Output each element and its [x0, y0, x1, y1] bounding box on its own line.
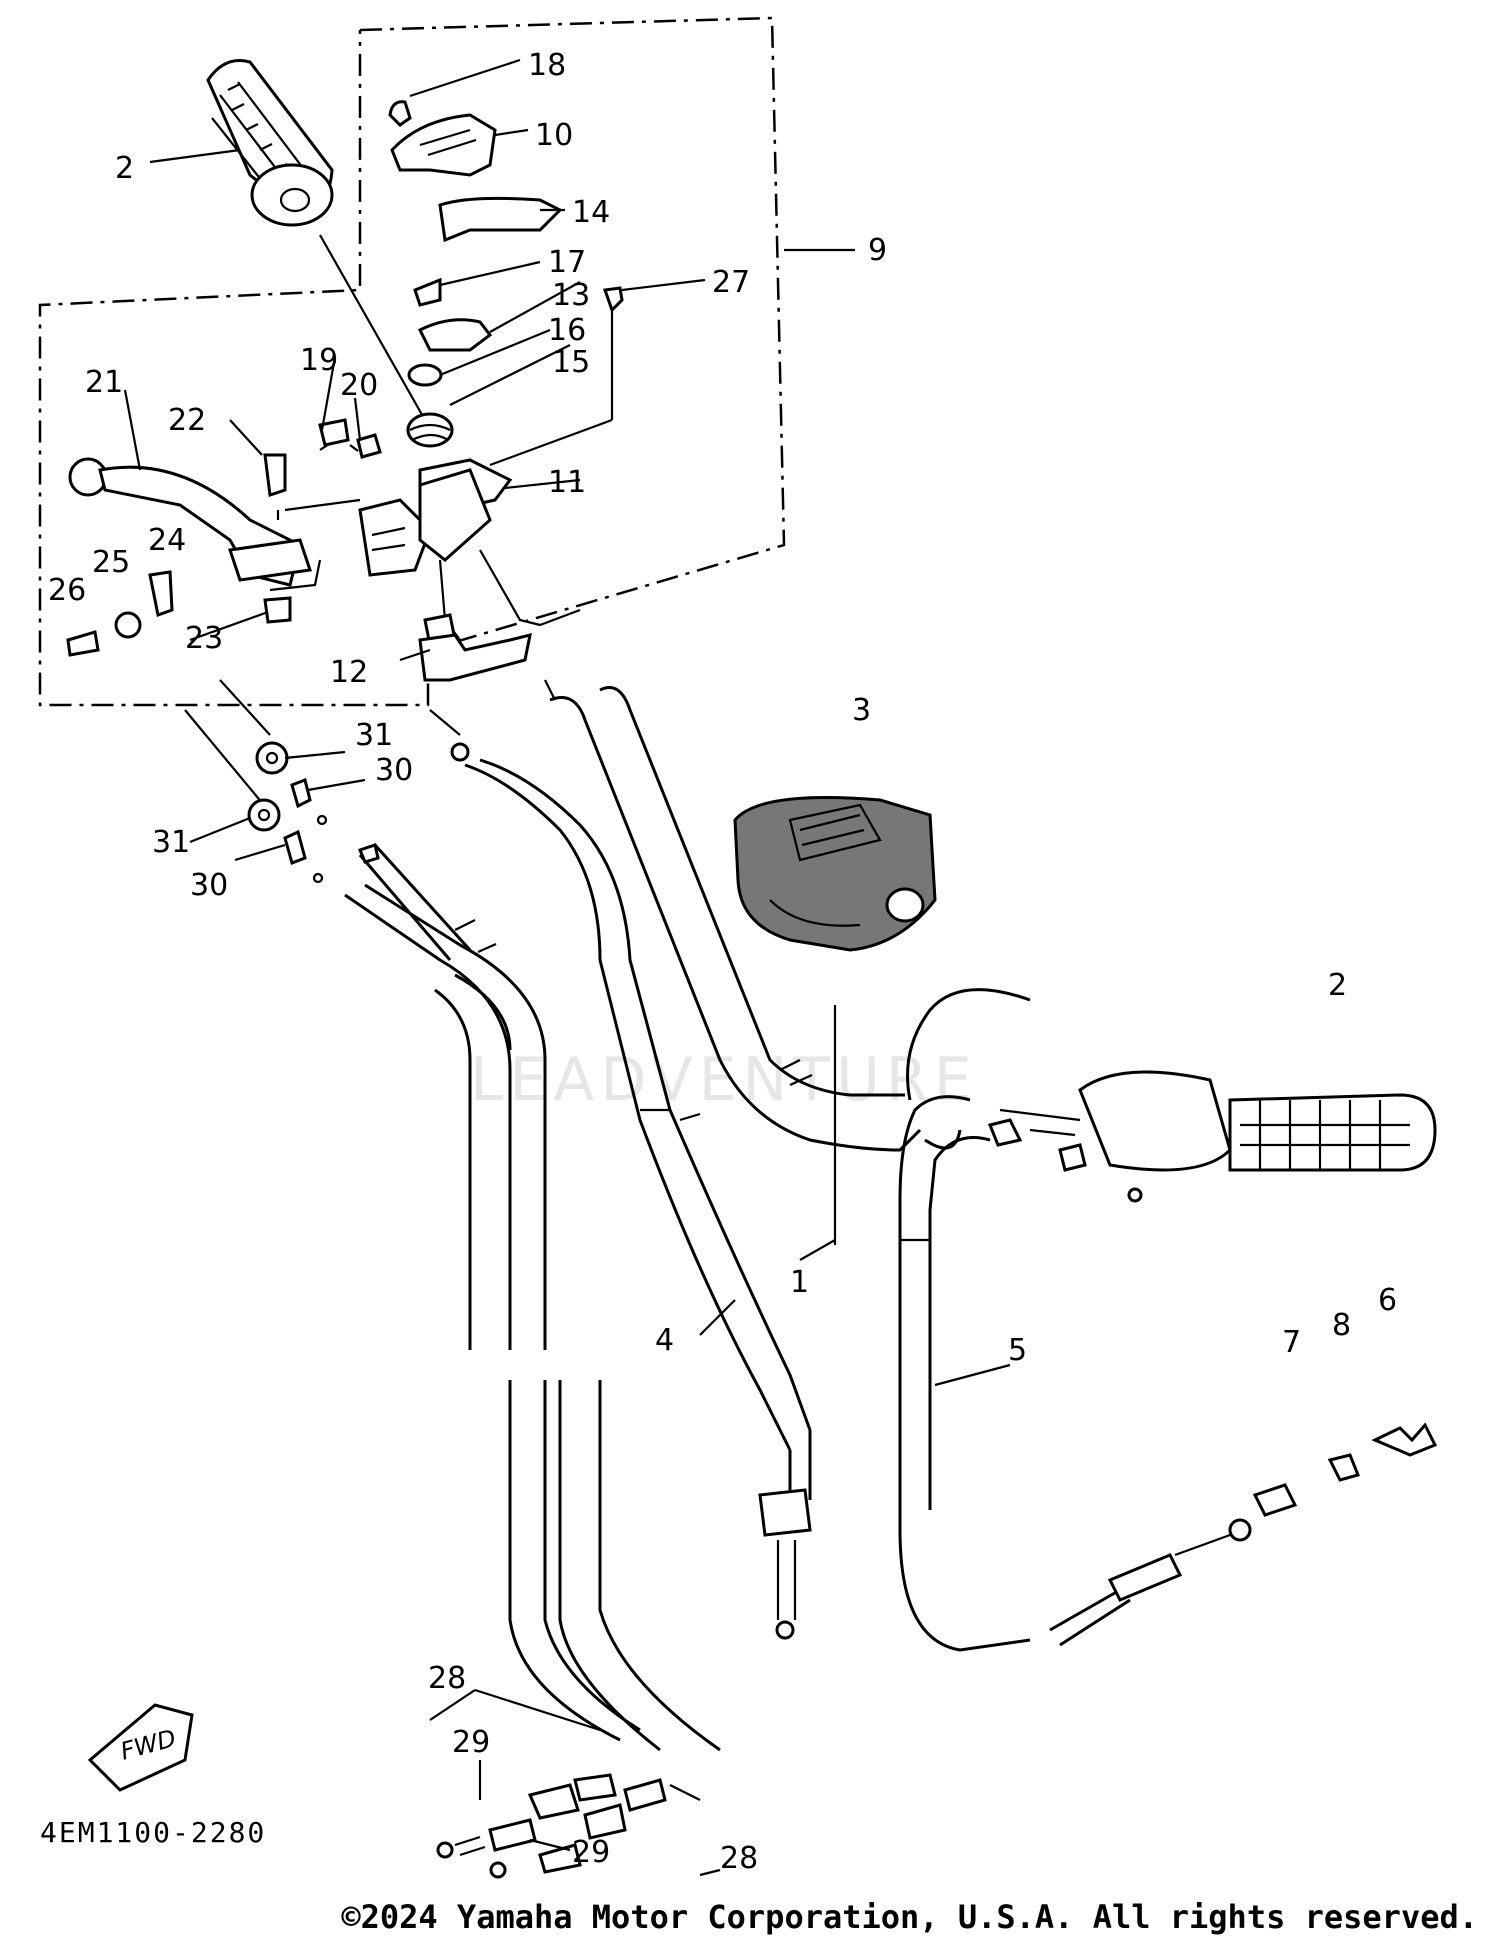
label-5: 5	[1008, 1333, 1027, 1368]
throttle-cables	[344, 843, 721, 1752]
copyright-notice: ©2024 Yamaha Motor Corporation, U.S.A. A…	[341, 1898, 1478, 1936]
label-15: 15	[552, 345, 590, 380]
label-11: 11	[548, 465, 586, 500]
switch-box	[733, 796, 937, 952]
label-18: 18	[528, 48, 566, 83]
label-12: 12	[330, 655, 368, 690]
label-21: 21	[85, 365, 123, 400]
label-22: 22	[168, 403, 206, 438]
throttle-cable-5	[898, 1095, 1031, 1652]
cable-ends	[436, 1773, 667, 1879]
switch-housing-parts	[388, 100, 624, 467]
label-8: 8	[1332, 1308, 1351, 1343]
label-2-left: 2	[115, 151, 134, 186]
part-labels: 2 18 10 14 9 17 27 13 16 15 19 20 21 22 …	[48, 48, 1397, 1876]
label-6: 6	[1378, 1283, 1397, 1318]
label-1: 1	[790, 1265, 809, 1300]
assembly-outline-9	[38, 16, 855, 707]
label-19: 19	[300, 343, 338, 378]
label-29-top: 29	[452, 1725, 490, 1760]
cable-guide-lines	[184, 679, 556, 811]
label-26: 26	[48, 573, 86, 608]
left-grip	[206, 59, 426, 421]
brake-lever-assembly	[66, 418, 581, 682]
label-10: 10	[535, 118, 573, 153]
label-13: 13	[552, 278, 590, 313]
cable-end-kit	[1049, 1422, 1438, 1647]
diagram-code: 4EM1100-2280	[40, 1816, 266, 1849]
adjuster-parts	[247, 741, 470, 884]
label-31-bottom: 31	[152, 825, 190, 860]
label-4: 4	[655, 1323, 674, 1358]
leader-lines	[123, 58, 1011, 1877]
label-9: 9	[868, 233, 887, 268]
label-17: 17	[548, 245, 586, 280]
label-23: 23	[185, 621, 223, 656]
label-28-bottom: 28	[720, 1841, 758, 1876]
clutch-cable	[464, 758, 812, 1640]
handlebar	[549, 686, 1031, 1245]
label-2-right: 2	[1328, 968, 1347, 1003]
label-14: 14	[572, 195, 610, 230]
label-3: 3	[852, 693, 871, 728]
label-30-top: 30	[375, 753, 413, 788]
watermark: LEADVENTURE	[470, 1045, 978, 1115]
label-25: 25	[92, 545, 130, 580]
label-16: 16	[548, 313, 586, 348]
label-7: 7	[1282, 1325, 1301, 1360]
label-31-top: 31	[355, 718, 393, 753]
label-28-top: 28	[428, 1661, 466, 1696]
fwd-arrow: FWD	[87, 1703, 194, 1792]
label-20: 20	[340, 368, 378, 403]
label-24: 24	[148, 523, 186, 558]
label-29-bottom: 29	[572, 1835, 610, 1870]
right-grip	[987, 1070, 1437, 1203]
label-30-bottom: 30	[190, 868, 228, 903]
label-27: 27	[712, 265, 750, 300]
